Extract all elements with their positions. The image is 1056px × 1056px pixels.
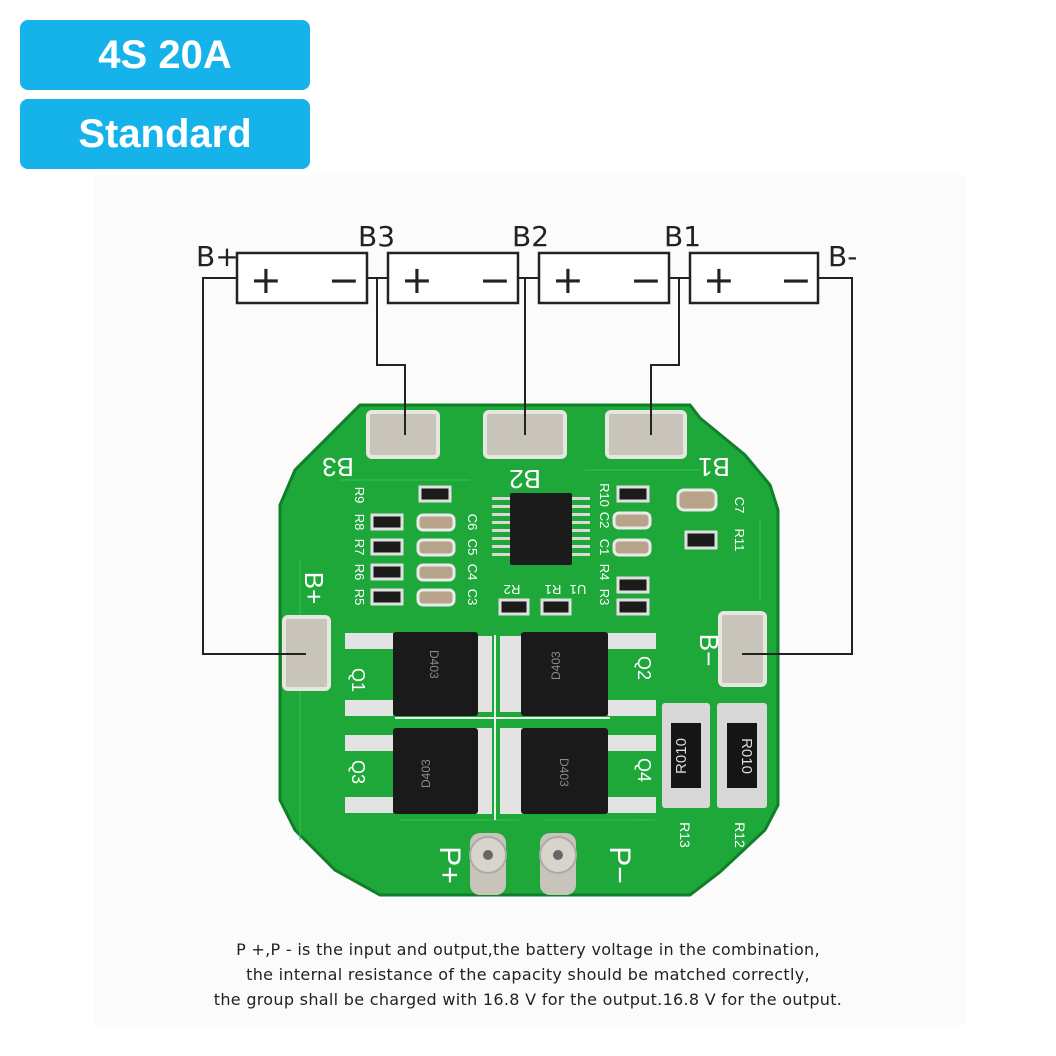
shunt-resistors: R010 R010	[662, 703, 767, 808]
cell-1-plus: +	[703, 258, 735, 302]
silk-c5: C5	[465, 539, 480, 556]
mosfet-q1	[393, 632, 478, 716]
pad-b1	[605, 410, 687, 459]
silk-c7: C7	[732, 497, 747, 514]
silk-r8: R8	[352, 514, 367, 531]
wiring	[202, 277, 853, 655]
wire-b-minus	[742, 277, 853, 655]
caption-line-3: the group shall be charged with 16.8 V f…	[213, 990, 843, 1009]
label-b1: B1	[664, 220, 701, 253]
silk-r3: R3	[597, 589, 612, 606]
cell-4-minus: −	[328, 258, 360, 302]
silk-r4: R4	[597, 564, 612, 581]
caption-line-1: P +,P - is the input and output,the batt…	[236, 940, 820, 959]
silk-c2: C2	[597, 512, 612, 529]
silk-r5: R5	[352, 589, 367, 606]
r12-value: R010	[738, 738, 755, 774]
mosfet-q4	[521, 728, 608, 814]
silk-c4: C4	[465, 564, 480, 581]
silk-q2: Q2	[634, 656, 654, 680]
silk-b-minus: B−	[694, 634, 724, 667]
silk-q3: Q3	[348, 760, 368, 784]
silk-r9: R9	[352, 487, 367, 504]
silk-p-plus: P+	[433, 846, 466, 884]
silk-c3: C3	[465, 589, 480, 606]
silk-u1: U1	[570, 582, 587, 597]
silk-b1: B1	[698, 452, 730, 482]
q2-marking: D403	[549, 651, 563, 680]
caption-line-2: the internal resistance of the capacity …	[246, 965, 810, 984]
q3-marking: D403	[419, 759, 433, 788]
pad-b-minus	[718, 611, 767, 687]
cell-3-plus: +	[401, 258, 433, 302]
label-b2: B2	[512, 220, 549, 253]
spec-badge: 4S 20A	[20, 20, 310, 90]
silk-r13: R13	[677, 822, 693, 848]
cell-2-plus: +	[552, 258, 584, 302]
q4-marking: D403	[557, 758, 571, 787]
mosfet-q3	[393, 728, 478, 814]
label-b3: B3	[358, 220, 395, 253]
q1-marking: D403	[427, 650, 441, 679]
silk-b3: B3	[322, 452, 354, 482]
silk-r1: R1	[545, 582, 562, 597]
wire-b-plus	[202, 277, 306, 655]
silk-c6: C6	[465, 514, 480, 531]
cell-sign-labels: + − + − + − + −	[250, 258, 812, 302]
mosfets: D403 D403 D403 D403	[345, 632, 656, 814]
silk-c1: C1	[597, 539, 612, 556]
cell-2	[537, 251, 671, 305]
silk-r12: R12	[732, 822, 748, 848]
label-b-plus: B+	[196, 240, 239, 273]
silk-r7: R7	[352, 539, 367, 556]
cell-1	[688, 251, 820, 305]
silk-b-plus: B+	[299, 572, 329, 605]
cell-4-plus: +	[250, 258, 282, 302]
smd-r9	[418, 485, 452, 503]
silk-r6: R6	[352, 564, 367, 581]
label-b-minus: B-	[828, 240, 857, 273]
silk-r2: R2	[504, 582, 521, 597]
cell-1-minus: −	[780, 258, 812, 302]
cell-3-minus: −	[479, 258, 511, 302]
r13-value: R010	[673, 738, 690, 774]
cell-2-minus: −	[630, 258, 662, 302]
silk-r10: R10	[597, 483, 612, 507]
type-badge: Standard	[20, 99, 310, 169]
pad-b3	[366, 410, 440, 459]
silk-q4: Q4	[634, 758, 654, 782]
silk-q1: Q1	[348, 668, 368, 692]
output-holes	[469, 833, 577, 895]
ic-u1	[492, 493, 590, 565]
silkscreen: B3 B2 B1 B+ B− P+ P− Q1 Q2 Q3 Q4 R13 R12…	[299, 452, 748, 884]
silk-b2: B2	[509, 464, 541, 494]
silk-r11: R11	[732, 529, 747, 552]
mosfet-q2	[521, 632, 608, 716]
silk-p-minus: P−	[603, 846, 636, 884]
smd-components	[370, 485, 718, 616]
pads	[282, 410, 767, 691]
